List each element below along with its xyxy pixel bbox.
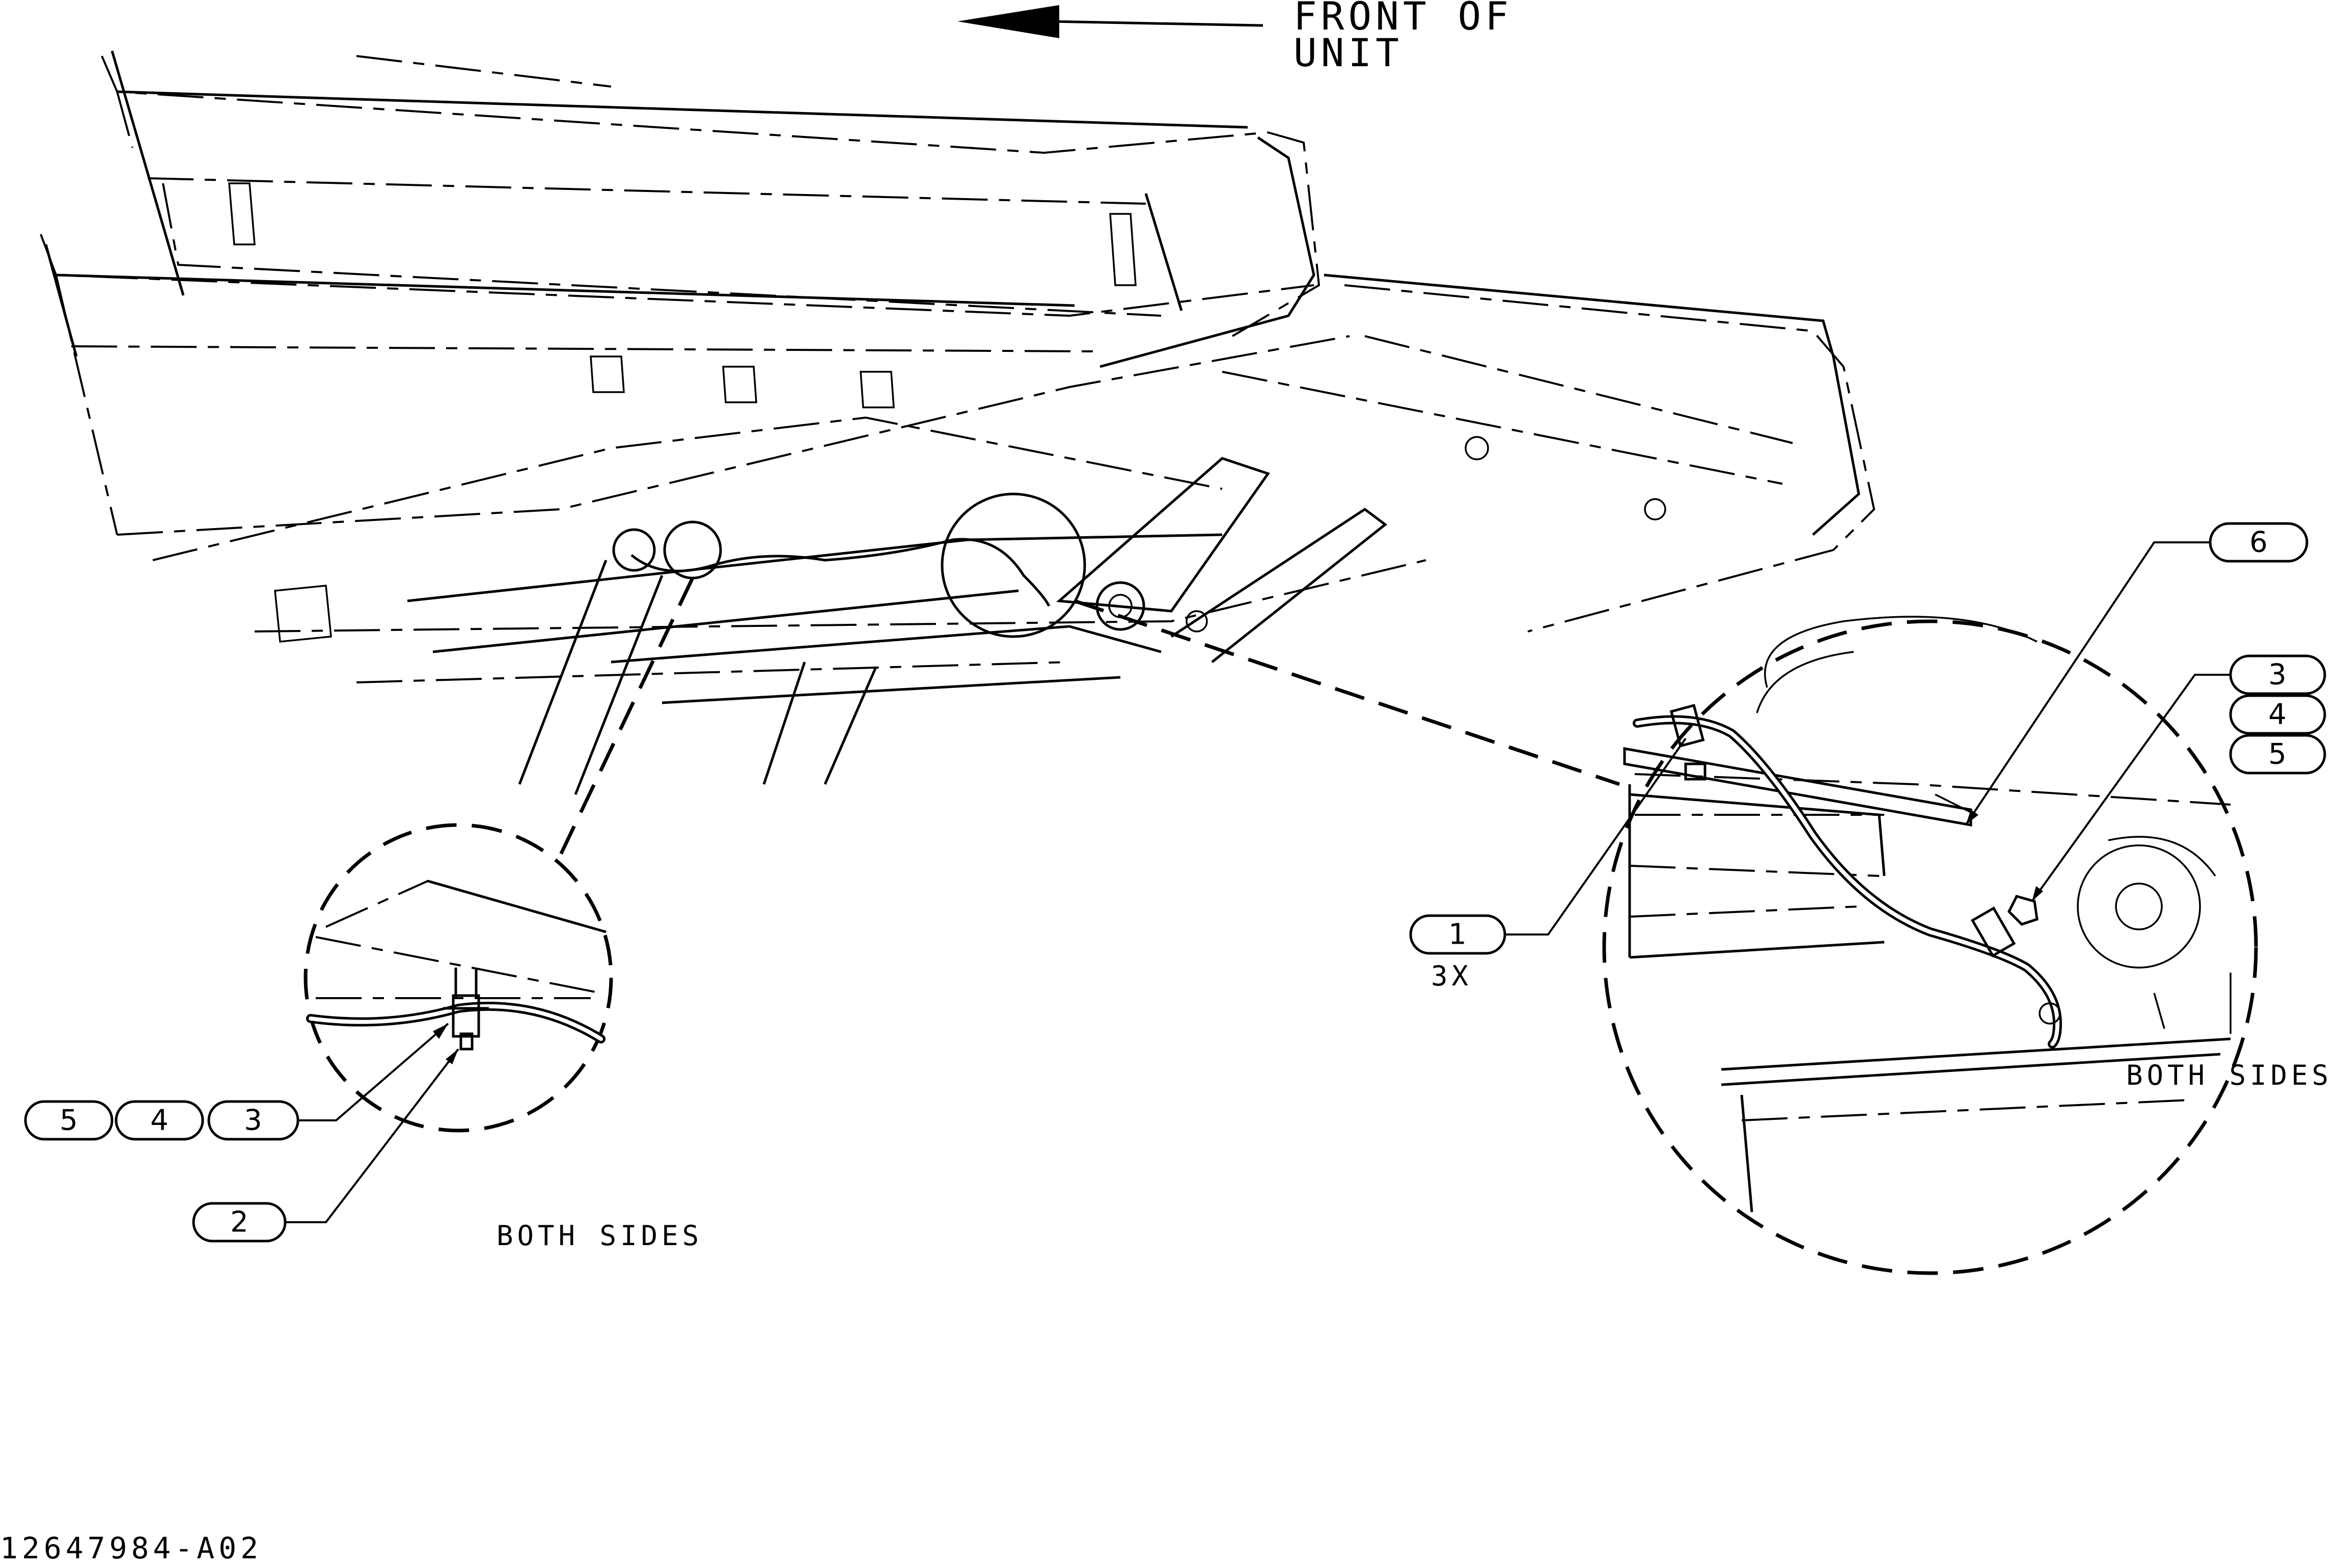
callout-bubble-4: 4 (2229, 694, 2326, 735)
callout-number: 3 (244, 1104, 262, 1137)
front-of-unit-label-line1: FRONT OF (1294, 0, 1512, 39)
detail-right-leader (1074, 599, 1620, 786)
callout-number: 4 (150, 1104, 169, 1137)
detail-left-note: BOTH SIDES (497, 1220, 703, 1252)
callout-number: 5 (60, 1104, 78, 1137)
callout-bubble-5: 5 (24, 1100, 114, 1141)
callout-number: 2 (230, 1206, 249, 1239)
left-arrow-icon (957, 5, 1263, 38)
callout-number: 6 (2249, 526, 2268, 559)
detail-right-callouts: 6 3 4 5 1 3X BOTH SIDES (1409, 522, 2332, 1091)
callout-bubble-3: 3 (207, 1100, 299, 1141)
detail-right-quantity: 3X (1431, 960, 1472, 992)
detail-left-leader (558, 577, 695, 857)
front-of-unit-label-line2: UNIT (1294, 30, 1403, 75)
callout-bubble-5: 5 (2229, 734, 2326, 775)
callout-bubble-4: 4 (115, 1100, 204, 1141)
drawing-number: 12647984-A02 (0, 1531, 262, 1565)
detail-left (304, 823, 613, 1133)
truck-bed-assembly (40, 50, 1876, 795)
callout-number: 5 (2268, 738, 2287, 771)
front-of-unit-indicator: FRONT OF UNIT (957, 0, 1512, 75)
detail-right (1602, 616, 2258, 1275)
callout-number: 1 (1448, 918, 1467, 951)
callout-bubble-3: 3 (2229, 654, 2326, 695)
detail-left-callouts: 5 4 3 2 BOTH SIDES (24, 1023, 703, 1252)
detail-right-note: BOTH SIDES (2126, 1059, 2332, 1091)
callout-bubble-6: 6 (2209, 522, 2308, 563)
callout-bubble-1: 1 (1409, 914, 1506, 955)
callout-number: 3 (2268, 658, 2287, 692)
callout-bubble-2: 2 (192, 1202, 287, 1243)
callout-number: 4 (2268, 698, 2287, 731)
